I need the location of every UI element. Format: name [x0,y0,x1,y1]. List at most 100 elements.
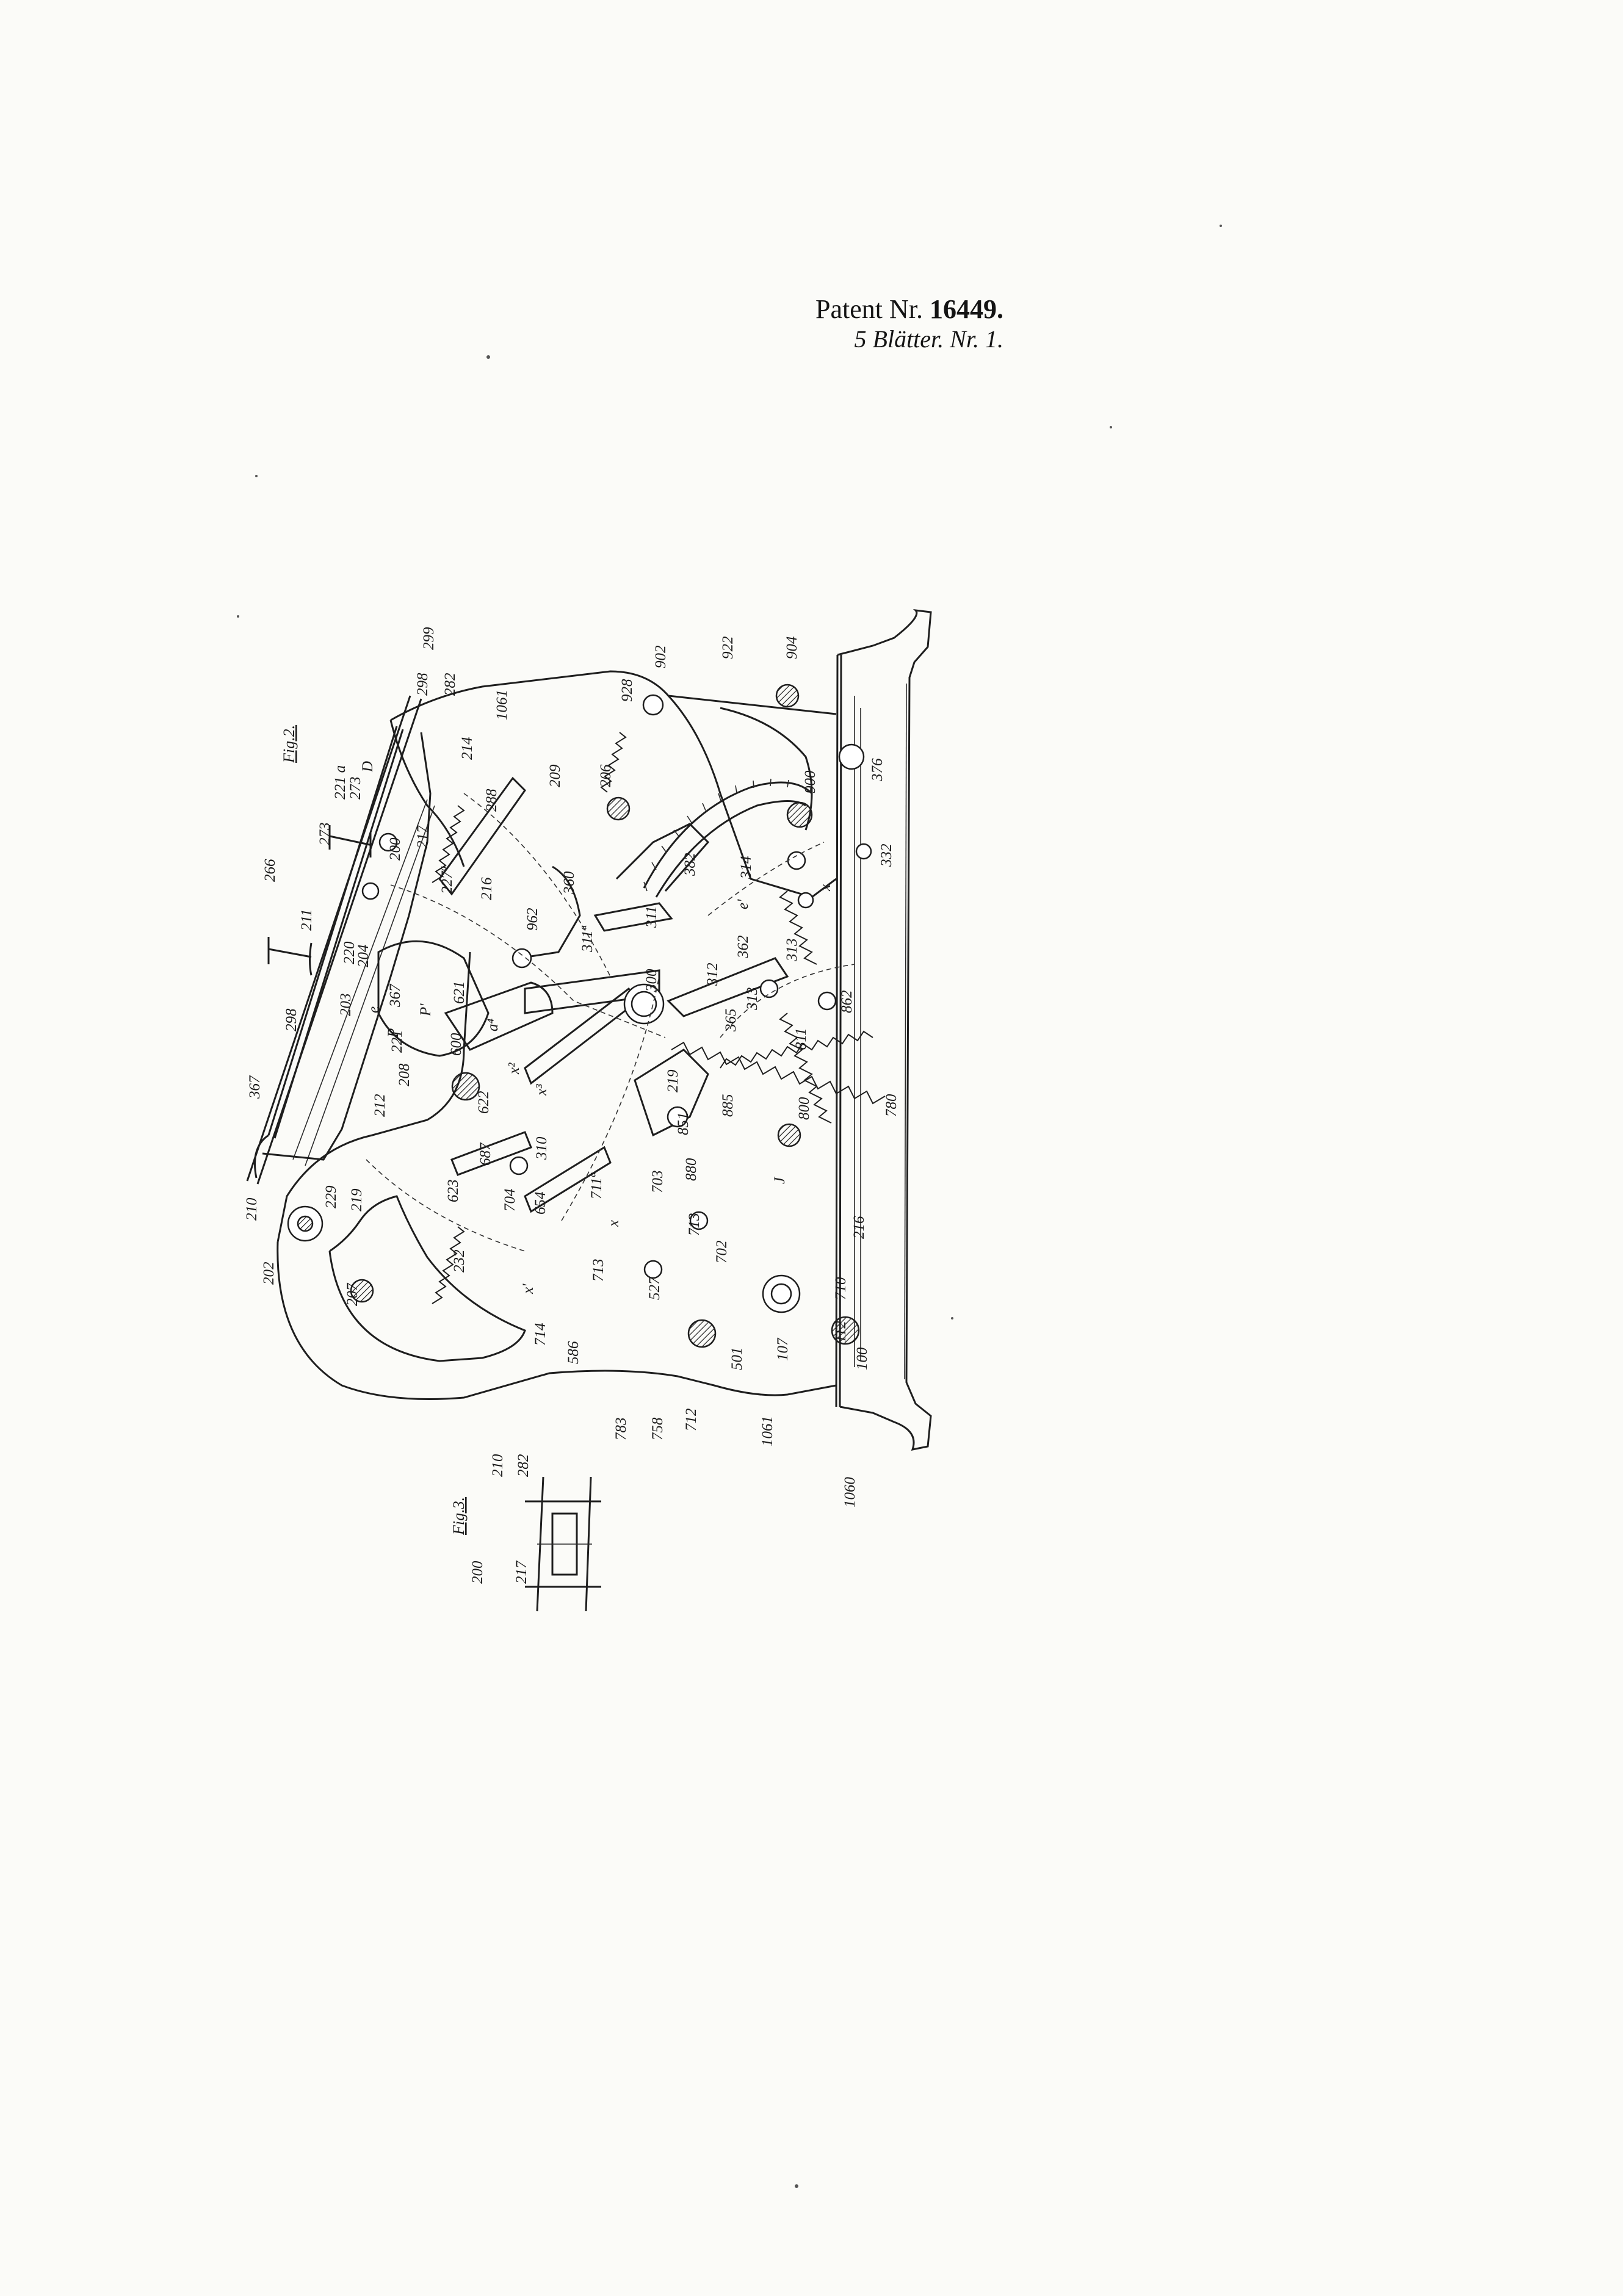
ref-298a: 298 [414,673,431,696]
ref-621: 621 [451,981,468,1005]
ref-702: 702 [714,1241,730,1264]
ref-288: 288 [483,789,500,812]
ref-219: 219 [665,1069,681,1092]
patent-number-line: Patent Nr. 16449. [815,294,1003,325]
ref-713: 713 [686,1213,703,1236]
ref-332: 332 [878,844,895,868]
ref-266: 266 [262,859,278,882]
ref-x5: x' [520,1283,537,1294]
springs [432,732,886,1304]
ref-112: 112 [833,1321,849,1343]
ref-P1: P' [417,1003,434,1017]
ref-600: 600 [448,1033,464,1056]
ref-862: 862 [839,991,855,1014]
ref-527: 527 [646,1276,663,1300]
reference-numerals: 298 299 282 1061 902 922 904 928 206 209… [244,627,900,1584]
ref-200a: 200 [387,837,403,861]
ref-704: 704 [502,1189,518,1212]
ref-221a: 221 a [332,765,349,800]
ref-783: 783 [613,1418,629,1441]
patent-header: Patent Nr. 16449. 5 Blätter. Nr. 1. [815,294,1003,353]
ref-811: 811 [793,1028,809,1050]
ref-376: 376 [869,758,886,782]
ref-622: 622 [475,1091,492,1114]
ref-299: 299 [421,627,437,650]
ref-x1: x [817,884,834,892]
ref-x4: x [605,1220,622,1227]
ref-220: 220 [341,941,358,964]
ref-206: 206 [598,764,614,787]
ref-202: 202 [261,1262,277,1285]
ref-212: 212 [372,1094,388,1117]
ref-367b: 367 [247,1075,263,1099]
base-frame [835,608,932,1451]
ref-217a: 217 [414,825,431,848]
ref-232: 232 [451,1250,468,1273]
ref-501: 501 [729,1348,745,1371]
scan-specks [237,225,1222,2188]
ref-200b: 200 [469,1561,486,1584]
ref-310: 310 [533,1136,550,1160]
ref-298b: 298 [283,1008,300,1031]
ref-900: 900 [802,770,819,793]
ref-362: 362 [735,936,751,959]
ref-x2: x² [506,1063,522,1075]
ref-219b: 219 [349,1188,365,1211]
ref-1061b: 1061 [759,1416,776,1446]
construction-lines [366,793,855,1252]
ref-311: 311 [643,906,660,928]
ref-880: 880 [683,1158,699,1181]
ref-107: 107 [775,1337,791,1361]
ref-273b: 273 [317,823,333,846]
ref-703: 703 [649,1171,666,1194]
ref-360: 360 [561,871,577,895]
ref-851: 851 [675,1113,692,1136]
ref-273a: 273 [347,777,364,800]
ref-313: 313 [784,939,800,962]
ref-210a: 210 [244,1197,260,1221]
ref-217b: 217 [513,1560,530,1584]
ref-P: P [385,1028,402,1038]
ref-710: 710 [833,1277,849,1300]
ref-312: 312 [704,963,721,987]
ref-208: 208 [396,1063,413,1086]
ref-209: 209 [547,764,563,787]
ref-758: 758 [649,1417,666,1440]
ref-203: 203 [338,994,354,1017]
ref-623: 623 [445,1180,461,1203]
ref-904: 904 [784,637,800,660]
ref-962: 962 [524,908,541,931]
ref-313b: 313 [744,987,761,1011]
ref-J: J [772,1176,788,1184]
ref-D: D [360,761,376,773]
fig2-caption: Fig.2. [280,725,298,764]
ref-367a: 367 [387,983,403,1008]
ref-382: 382 [682,853,698,877]
fig3-detail [525,1476,601,1612]
ref-586: 586 [565,1341,582,1364]
ref-1061a: 1061 [494,690,510,720]
ref-x3: x³ [533,1084,550,1096]
ref-712: 712 [683,1409,699,1432]
ref-311a: 311ª [579,925,596,953]
ref-100: 100 [854,1347,870,1370]
ref-216b: 216 [851,1216,867,1239]
patent-number: 16449. [930,294,1003,324]
ref-214: 214 [459,737,475,760]
fig3-caption: Fig.3. [450,1497,468,1536]
sector-gear [643,707,813,898]
key-lever-rail [246,695,435,1242]
ref-282a: 282 [442,673,458,696]
ref-687: 687 [477,1142,494,1166]
ref-654: 654 [532,1192,549,1215]
ref-1060: 1060 [842,1477,858,1508]
ref-210b: 210 [490,1454,506,1477]
ref-216a: 216 [479,877,495,900]
ref-e2: e [366,1006,382,1013]
ref-365: 365 [723,1009,739,1033]
ref-221b: 221 [389,1030,405,1053]
ref-314: 314 [738,856,754,880]
ref-282b: 282 [515,1454,532,1478]
ref-885: 885 [720,1094,736,1117]
